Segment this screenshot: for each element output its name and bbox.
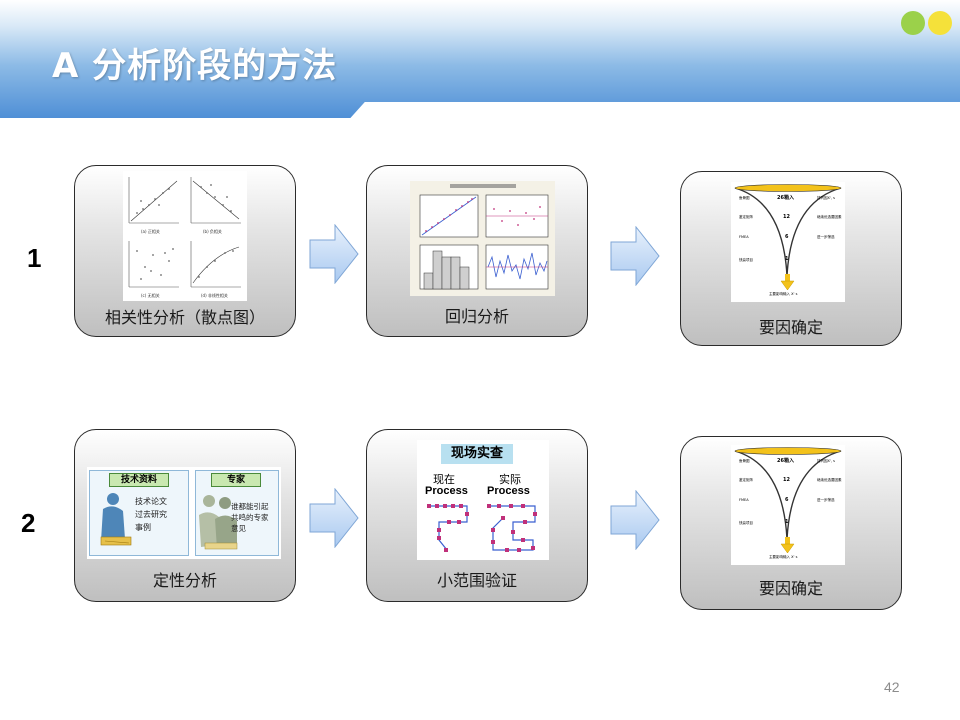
right-arrow-icon: [610, 490, 660, 550]
scatter-plots-image: (a) 正相关 (b) 负相关 (c) 无相关 (d) 非线性相关: [123, 171, 247, 301]
funnel-left-label-2: FMEA: [739, 235, 749, 239]
card-correlation-analysis: (a) 正相关 (b) 负相关 (c) 无相关 (d) 非线性相关 相关性分析（…: [74, 165, 296, 337]
funnel-image: 26箱入 12 6 1 鱼骨图 鉴定矩阵 FMEA 快赢项目 排列因X', s …: [731, 445, 845, 565]
funnel-left-label-1: 鉴定矩阵: [739, 478, 753, 482]
funnel-left-label-3: 快赢项目: [739, 258, 753, 262]
funnel-value-1: 12: [783, 214, 790, 220]
field-check-right-label: 实际: [499, 473, 521, 486]
field-check-process-right: Process: [487, 485, 530, 497]
card-small-scale-verification: 现场实查 现在 实际 Process Process 小范围验证: [366, 429, 588, 602]
funnel-value-1: 12: [783, 477, 790, 483]
slide-title: A 分析阶段的方法: [52, 46, 338, 86]
field-check-process-left: Process: [425, 485, 468, 497]
field-check-left-label: 现在: [433, 473, 455, 486]
funnel-left-label-0: 鱼骨图: [739, 459, 750, 463]
card-caption-root-cause-2: 要因确定: [758, 579, 823, 598]
funnel-value-3: 1: [785, 256, 789, 262]
funnel-right-label-0: 排列因X', s: [817, 459, 835, 463]
page-number: 42: [884, 679, 900, 695]
card-caption-qualitative: 定性分析: [152, 571, 217, 590]
qualitative-box2-line-2: 意见: [231, 524, 246, 533]
funnel-left-label-0: 鱼骨图: [739, 196, 750, 200]
scatter-label-c: (c) 无相关: [141, 292, 160, 298]
qualitative-box1-line-0: 技术论文: [135, 497, 167, 506]
scatter-label-b: (b) 负相关: [203, 228, 222, 234]
qualitative-box1-line-2: 事例: [135, 523, 151, 532]
regression-charts-image: [410, 181, 555, 296]
banner-cutout: [350, 102, 960, 118]
qualitative-box2-line-0: 谁都能引起: [231, 502, 269, 511]
process-flow-diagram: [427, 504, 537, 552]
card-caption-correlation: 相关性分析（散点图）: [104, 308, 265, 327]
funnel-right-label-2: 进一步筛选: [817, 498, 835, 502]
card-root-cause-1: 26箱入 12 6 1 鱼骨图 鉴定矩阵 FMEA 快赢项目 排列因X', s …: [680, 171, 902, 346]
scatter-label-d: (d) 非线性相关: [201, 292, 228, 298]
funnel-right-label-1: 继续优选要因素: [817, 215, 842, 219]
qualitative-box2-line-1: 共鸣的专家: [231, 513, 269, 522]
title-banner: [0, 0, 960, 118]
funnel-right-label-2: 进一步筛选: [817, 235, 835, 239]
funnel-right-label-0: 排列因X', s: [817, 196, 835, 200]
experts-figure-icon: [199, 495, 238, 550]
right-arrow-icon: [309, 224, 359, 284]
card-caption-regression: 回归分析: [444, 307, 509, 326]
qualitative-box1-title: 技术资料: [109, 473, 169, 487]
card-caption-root-cause-1: 要因确定: [758, 318, 823, 337]
funnel-left-label-2: FMEA: [739, 498, 749, 502]
card-root-cause-2: 26箱入 12 6 1 鱼骨图 鉴定矩阵 FMEA 快赢项目 排列因X', s …: [680, 436, 902, 610]
card-qualitative-analysis: 技术资料 专家 技术论文 过去研究 事例 谁都能引起 共鸣的专家 意见 定性分析: [74, 429, 296, 602]
funnel-value-3: 1: [785, 519, 789, 525]
qualitative-box2-title: 专家: [211, 473, 261, 487]
card-regression-analysis: 回归分析: [366, 165, 588, 337]
funnel-bottom-label: 主要影响输入 X' s: [769, 292, 798, 296]
right-arrow-icon: [309, 488, 359, 548]
card-caption-verification: 小范围验证: [436, 571, 517, 590]
funnel-left-label-3: 快赢项目: [739, 521, 753, 525]
yellow-dot-decoration: [928, 11, 952, 35]
row-number-2: 2: [21, 508, 36, 538]
funnel-right-label-1: 继续优选要因素: [817, 478, 842, 482]
funnel-value-2: 6: [785, 234, 789, 240]
funnel-left-label-1: 鉴定矩阵: [739, 215, 753, 219]
funnel-bottom-label: 主要影响输入 X' s: [769, 555, 798, 559]
funnel-image: 26箱入 12 6 1 鱼骨图 鉴定矩阵 FMEA 快赢项目 排列因X', s …: [731, 182, 845, 302]
row-number-1: 1: [27, 243, 42, 273]
funnel-value-0: 26箱入: [777, 195, 794, 201]
green-dot-decoration: [901, 11, 925, 35]
reader-figure-icon: [100, 493, 132, 546]
scatter-label-a: (a) 正相关: [141, 228, 160, 234]
field-check-title: 现场实查: [441, 444, 513, 464]
qualitative-image: 技术资料 专家 技术论文 过去研究 事例 谁都能引起 共鸣的专家 意见: [87, 467, 281, 559]
field-check-image: 现场实查 现在 实际 Process Process: [417, 440, 549, 560]
right-arrow-icon: [610, 226, 660, 286]
funnel-value-0: 26箱入: [777, 458, 794, 464]
qualitative-box1-line-1: 过去研究: [135, 510, 167, 519]
funnel-value-2: 6: [785, 497, 789, 503]
